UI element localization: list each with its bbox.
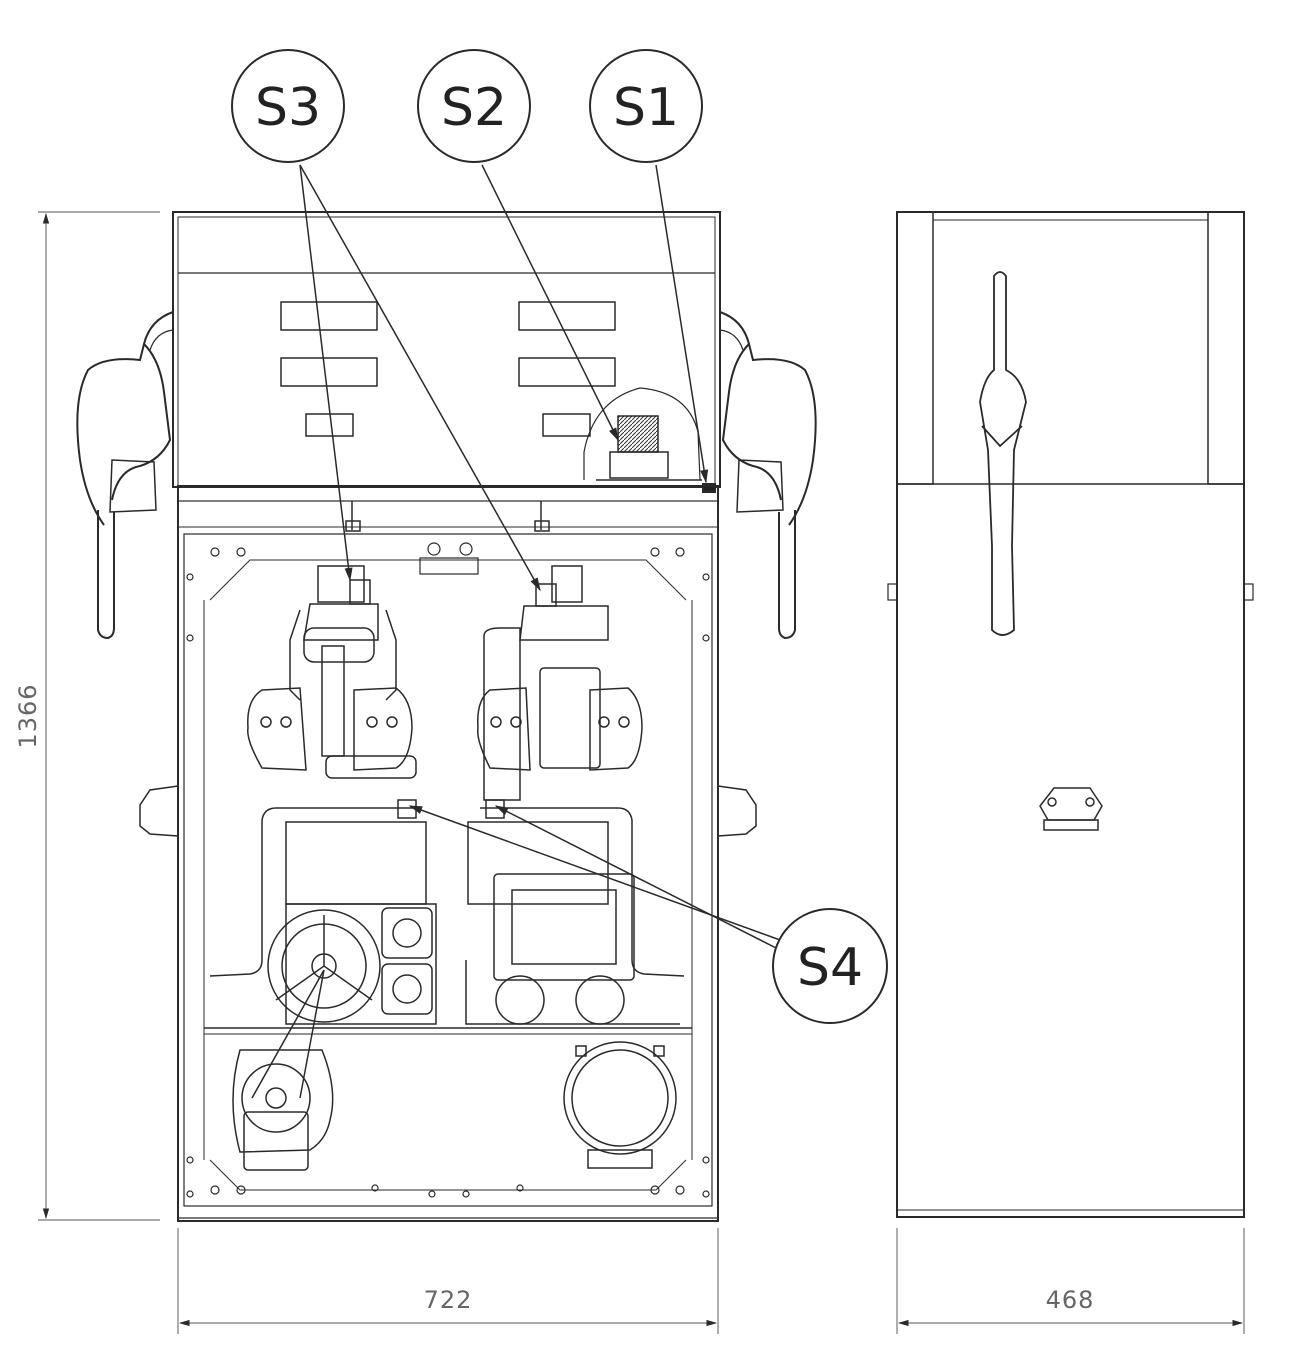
filter-right	[563, 1041, 677, 1169]
side-nozzle	[979, 271, 1027, 636]
frame-bolts	[186, 547, 710, 1198]
s2-component-block	[617, 415, 659, 453]
callout-s2: S2	[417, 49, 531, 163]
dimension-height-label: 1366	[14, 683, 42, 748]
meter-right	[477, 501, 643, 801]
meter-left	[247, 501, 417, 779]
display-window-right-3	[542, 413, 591, 437]
display-window-right-1	[518, 301, 616, 331]
dimension-lines	[38, 211, 1245, 1334]
s1-component	[702, 483, 716, 493]
display-window-left-1	[280, 301, 378, 331]
display-head	[172, 211, 721, 493]
callout-s3: S3	[231, 49, 345, 163]
dimension-side-width-label: 468	[1046, 1286, 1095, 1314]
callout-s2-label: S2	[441, 78, 507, 138]
s2-component-outline	[583, 387, 701, 481]
callout-s4: S4	[772, 908, 888, 1024]
nozzle-right	[719, 311, 817, 640]
side-handle	[1039, 787, 1103, 831]
callout-leaders	[299, 164, 781, 951]
dimension-front-width-label: 722	[424, 1286, 473, 1314]
callout-s1-label: S1	[613, 78, 679, 138]
callout-s3-label: S3	[255, 78, 321, 138]
side-view	[887, 211, 1254, 1218]
display-window-left-3	[305, 413, 354, 437]
callout-s1: S1	[589, 49, 703, 163]
callout-s4-label: S4	[797, 938, 863, 998]
display-window-right-2	[518, 357, 616, 387]
display-window-left-2	[280, 357, 378, 387]
s4-component-left	[397, 799, 417, 819]
front-view	[76, 211, 817, 1222]
body-frame	[139, 485, 757, 1222]
filter-left	[232, 969, 334, 1171]
nozzle-left	[76, 311, 174, 640]
pump-unit-right	[465, 799, 685, 1025]
pump-unit-left	[209, 799, 437, 1025]
